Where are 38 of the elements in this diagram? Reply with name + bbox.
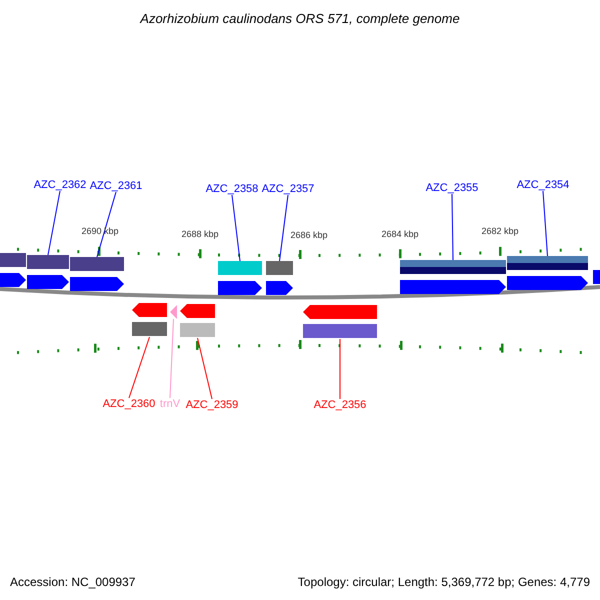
- leader-line: [96, 192, 116, 258]
- gene-feature: [27, 255, 69, 289]
- gene-label: AZC_2361: [90, 180, 142, 192]
- leader-line: [452, 194, 454, 260]
- gene-label: AZC_2360: [102, 398, 156, 410]
- leader-line: [232, 194, 240, 262]
- scale-label: 2688 kbp: [181, 229, 219, 239]
- gene-feature: [132, 303, 167, 337]
- leader-line: [279, 194, 288, 262]
- gene-label: AZC_2357: [262, 183, 314, 195]
- gene-feature: [218, 261, 262, 295]
- gene-feature: [266, 261, 293, 295]
- title: Azorhizobium caulinodans ORS 571, complete genome: [138, 11, 461, 26]
- gene-label: AZC_2356: [314, 399, 366, 411]
- gene-feature: [70, 257, 124, 291]
- gene-feature: [507, 256, 588, 290]
- gene-feature: [303, 305, 377, 339]
- footer-text: Topology: circular; Length: 5,369,772 bp; Genes: 4,779: [298, 575, 590, 589]
- leader-line: [197, 338, 212, 400]
- gene-label: AZC_2358: [206, 183, 258, 195]
- gene-label: AZC_2354: [516, 179, 570, 191]
- gene-label: AZC_2355: [426, 182, 478, 194]
- leader-line: [128, 336, 150, 398]
- scale-label: 2690 kbp: [81, 226, 119, 236]
- leader-line: [48, 190, 60, 256]
- footer-text: Accession: NC_009937: [10, 575, 136, 589]
- gene-label: AZC_2359: [186, 399, 238, 411]
- gene-feature: [170, 305, 177, 319]
- leader-line: [542, 190, 548, 256]
- scale-label: 2682 kbp: [481, 226, 519, 236]
- gene-feature: [180, 304, 215, 338]
- leader-line: [170, 318, 174, 398]
- gene-feature: [400, 260, 506, 294]
- gene-label: trnV: [160, 398, 180, 410]
- scale-label: 2684 kbp: [381, 229, 419, 239]
- gene-label: AZC_2362: [34, 179, 86, 191]
- scale-label: 2686 kbp: [290, 230, 328, 240]
- gene-feature: [0, 253, 26, 287]
